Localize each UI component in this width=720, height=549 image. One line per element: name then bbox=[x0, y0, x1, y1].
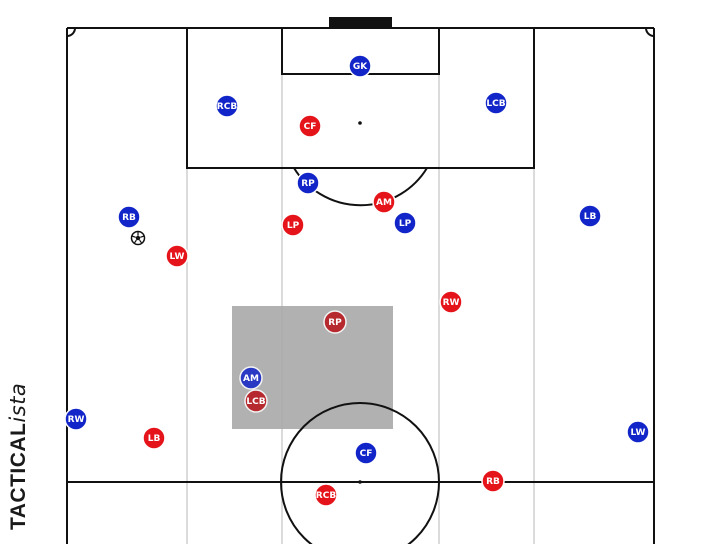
player-token[interactable] bbox=[481, 469, 505, 493]
player-label: LP bbox=[399, 219, 412, 229]
player-red-cf[interactable]: CF bbox=[298, 114, 322, 138]
player-label: RCB bbox=[316, 491, 337, 501]
player-token[interactable] bbox=[323, 310, 347, 334]
player-blue-rcb[interactable]: RCB bbox=[215, 94, 239, 118]
player-label: AM bbox=[376, 198, 392, 208]
player-token[interactable] bbox=[578, 204, 602, 228]
player-token[interactable] bbox=[165, 244, 189, 268]
penalty-box bbox=[186, 27, 535, 169]
player-token[interactable] bbox=[244, 389, 268, 413]
player-label: RW bbox=[68, 415, 85, 425]
player-token[interactable] bbox=[354, 441, 378, 465]
player-token[interactable] bbox=[348, 54, 372, 78]
brand-logo: TACTICALista bbox=[6, 383, 31, 530]
penalty-spot bbox=[358, 121, 362, 125]
player-red-lb[interactable]: LB bbox=[142, 426, 166, 450]
player-red-lp[interactable]: LP bbox=[281, 213, 305, 237]
lane-lines bbox=[186, 28, 535, 544]
player-blue-cf[interactable]: CF bbox=[354, 441, 378, 465]
center-spot bbox=[358, 480, 362, 484]
player-label: CF bbox=[360, 449, 373, 459]
player-token[interactable] bbox=[281, 213, 305, 237]
player-token[interactable] bbox=[393, 211, 417, 235]
player-token[interactable] bbox=[626, 420, 650, 444]
player-label: AM bbox=[243, 374, 259, 384]
player-red-am[interactable]: AM bbox=[372, 190, 396, 214]
player-blue-lb[interactable]: LB bbox=[578, 204, 602, 228]
players-layer: GK RCB LCB CF RP AM RB LP LP LB LW RW RP AM LCB RW LB LW C… bbox=[64, 54, 650, 507]
player-token[interactable] bbox=[142, 426, 166, 450]
center-circle bbox=[280, 402, 440, 549]
player-token[interactable] bbox=[314, 483, 338, 507]
player-blue-lp[interactable]: LP bbox=[393, 211, 417, 235]
player-label: LB bbox=[148, 434, 161, 444]
brand-part-1: TACTICAL bbox=[7, 422, 30, 530]
player-label: RB bbox=[486, 477, 500, 487]
corner-arc-right bbox=[645, 27, 655, 37]
player-token[interactable] bbox=[239, 366, 263, 390]
player-blue-lcb[interactable]: LCB bbox=[484, 91, 508, 115]
player-label: CF bbox=[304, 122, 317, 132]
player-red-rcb[interactable]: RCB bbox=[314, 483, 338, 507]
player-red-rw[interactable]: RW bbox=[439, 290, 463, 314]
player-token[interactable] bbox=[298, 114, 322, 138]
player-token[interactable] bbox=[64, 407, 88, 431]
player-blue-lw[interactable]: LW bbox=[626, 420, 650, 444]
player-blue-rb[interactable]: RB bbox=[117, 205, 141, 229]
player-label: RP bbox=[301, 179, 315, 189]
player-label: RCB bbox=[217, 102, 238, 112]
player-label: RB bbox=[122, 213, 136, 223]
brand-part-2: ista bbox=[6, 382, 30, 423]
player-red-lcb[interactable]: LCB bbox=[244, 389, 268, 413]
player-red-rp[interactable]: RP bbox=[323, 310, 347, 334]
player-label: LW bbox=[170, 252, 185, 262]
player-label: LCB bbox=[486, 99, 505, 109]
player-token[interactable] bbox=[117, 205, 141, 229]
player-blue-gk[interactable]: GK bbox=[348, 54, 372, 78]
player-label: LCB bbox=[246, 397, 265, 407]
player-blue-rp[interactable]: RP bbox=[296, 171, 320, 195]
player-label: LB bbox=[584, 212, 597, 222]
ball-icon bbox=[130, 230, 146, 246]
player-token[interactable] bbox=[215, 94, 239, 118]
player-red-lw[interactable]: LW bbox=[165, 244, 189, 268]
player-blue-am[interactable]: AM bbox=[239, 366, 263, 390]
player-label: GK bbox=[353, 62, 368, 72]
pitch-markings bbox=[66, 17, 655, 549]
goal bbox=[329, 17, 392, 28]
player-red-rb[interactable]: RB bbox=[481, 469, 505, 493]
player-label: RP bbox=[328, 318, 342, 328]
corner-arc-left bbox=[66, 27, 76, 37]
player-token[interactable] bbox=[296, 171, 320, 195]
player-token[interactable] bbox=[439, 290, 463, 314]
player-token[interactable] bbox=[484, 91, 508, 115]
player-token[interactable] bbox=[372, 190, 396, 214]
player-blue-rw[interactable]: RW bbox=[64, 407, 88, 431]
player-label: RW bbox=[443, 298, 460, 308]
player-label: LW bbox=[631, 428, 646, 438]
player-label: LP bbox=[287, 221, 300, 231]
